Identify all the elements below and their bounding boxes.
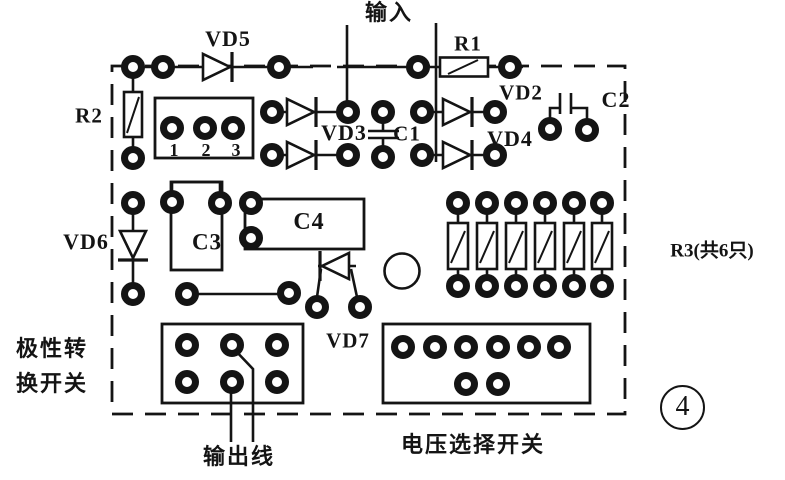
component-bodies <box>116 50 614 405</box>
pad <box>410 59 427 76</box>
pad <box>125 150 142 167</box>
mounting-hole <box>383 252 421 290</box>
diode-vd3-top <box>285 95 318 129</box>
pad <box>125 59 142 76</box>
pad <box>566 195 583 212</box>
pad <box>125 195 142 212</box>
pad <box>450 278 467 295</box>
vd6-label: VD6 <box>63 229 109 254</box>
pad <box>450 195 467 212</box>
diode-vd3-bottom <box>285 138 318 172</box>
capacitor-c4-box <box>243 197 366 251</box>
pad <box>197 120 214 137</box>
pad <box>458 339 475 356</box>
vd7-label: VD7 <box>326 328 370 353</box>
voltage-switch-label: 电压选择开关 <box>400 432 546 457</box>
polarity-switch-label-line1: 极性转 <box>15 336 89 361</box>
pad <box>537 195 554 212</box>
pad <box>179 374 196 391</box>
pad <box>427 339 444 356</box>
polarity-switch-box <box>160 322 305 405</box>
pad <box>579 122 596 139</box>
voltage-switch-box <box>381 322 592 405</box>
pad <box>243 230 260 247</box>
pad <box>179 337 196 354</box>
pad <box>508 278 525 295</box>
pad <box>395 339 412 356</box>
connector-pin-3-label: 3 <box>231 140 241 160</box>
vd4-label: VD4 <box>487 126 533 151</box>
output-label: 输出线 <box>202 444 276 469</box>
vd5-label: VD5 <box>205 26 251 51</box>
pad <box>224 374 241 391</box>
pad <box>224 337 241 354</box>
diode-vd5 <box>201 50 234 84</box>
pad <box>281 285 298 302</box>
polarity-switch-label-line2: 换开关 <box>15 371 89 396</box>
r2-label: R2 <box>75 103 103 128</box>
diode-vd7 <box>318 249 351 283</box>
diode-vd6 <box>116 229 150 262</box>
pad <box>179 286 196 303</box>
connector-pin-1-label: 1 <box>169 140 179 160</box>
pad <box>414 104 431 121</box>
pad <box>487 104 504 121</box>
pad <box>537 278 554 295</box>
pad <box>479 195 496 212</box>
pad <box>164 120 181 137</box>
pad <box>243 195 260 212</box>
pad <box>164 194 181 211</box>
pad <box>212 195 229 212</box>
vd3-label: VD3 <box>321 120 367 145</box>
r1-label: R1 <box>454 31 482 56</box>
capacitor-c3-box <box>169 180 224 272</box>
pad <box>458 376 475 393</box>
diode-vd4 <box>441 138 474 172</box>
pad <box>490 376 507 393</box>
pad <box>269 374 286 391</box>
pad <box>490 339 507 356</box>
pad <box>340 104 357 121</box>
c2-label: C2 <box>601 87 631 112</box>
pad <box>155 59 172 76</box>
pad <box>352 299 369 316</box>
pad <box>594 195 611 212</box>
pad <box>271 59 288 76</box>
pad <box>264 104 281 121</box>
pad <box>225 120 242 137</box>
connector-pin-2-label: 2 <box>201 140 211 160</box>
input-label: 输入 <box>364 0 414 25</box>
pad <box>479 278 496 295</box>
c4-label: C4 <box>293 209 325 235</box>
pad <box>125 286 142 303</box>
pad <box>594 278 611 295</box>
pad <box>508 195 525 212</box>
diode-vd2 <box>441 95 474 129</box>
pad <box>340 147 357 164</box>
r3-label: R3(共6只) <box>670 240 754 262</box>
c3-label: C3 <box>191 229 223 255</box>
resistor-r2 <box>122 90 144 139</box>
pad <box>269 337 286 354</box>
resistor-r1 <box>438 56 490 78</box>
pad <box>551 339 568 356</box>
c2-symbol <box>548 93 589 122</box>
connector-1-2-3-box <box>153 96 255 160</box>
pad <box>502 59 519 76</box>
pad <box>542 121 559 138</box>
pad <box>264 147 281 164</box>
pad <box>375 149 392 166</box>
output-wire-right <box>232 347 255 442</box>
pad <box>566 278 583 295</box>
c1-label: C1 <box>393 121 421 146</box>
figure-number-badge: 4 <box>660 385 705 430</box>
pad <box>414 147 431 164</box>
vd2-label: VD2 <box>499 80 543 105</box>
pad <box>375 104 392 121</box>
pad <box>521 339 538 356</box>
pad <box>309 299 326 316</box>
